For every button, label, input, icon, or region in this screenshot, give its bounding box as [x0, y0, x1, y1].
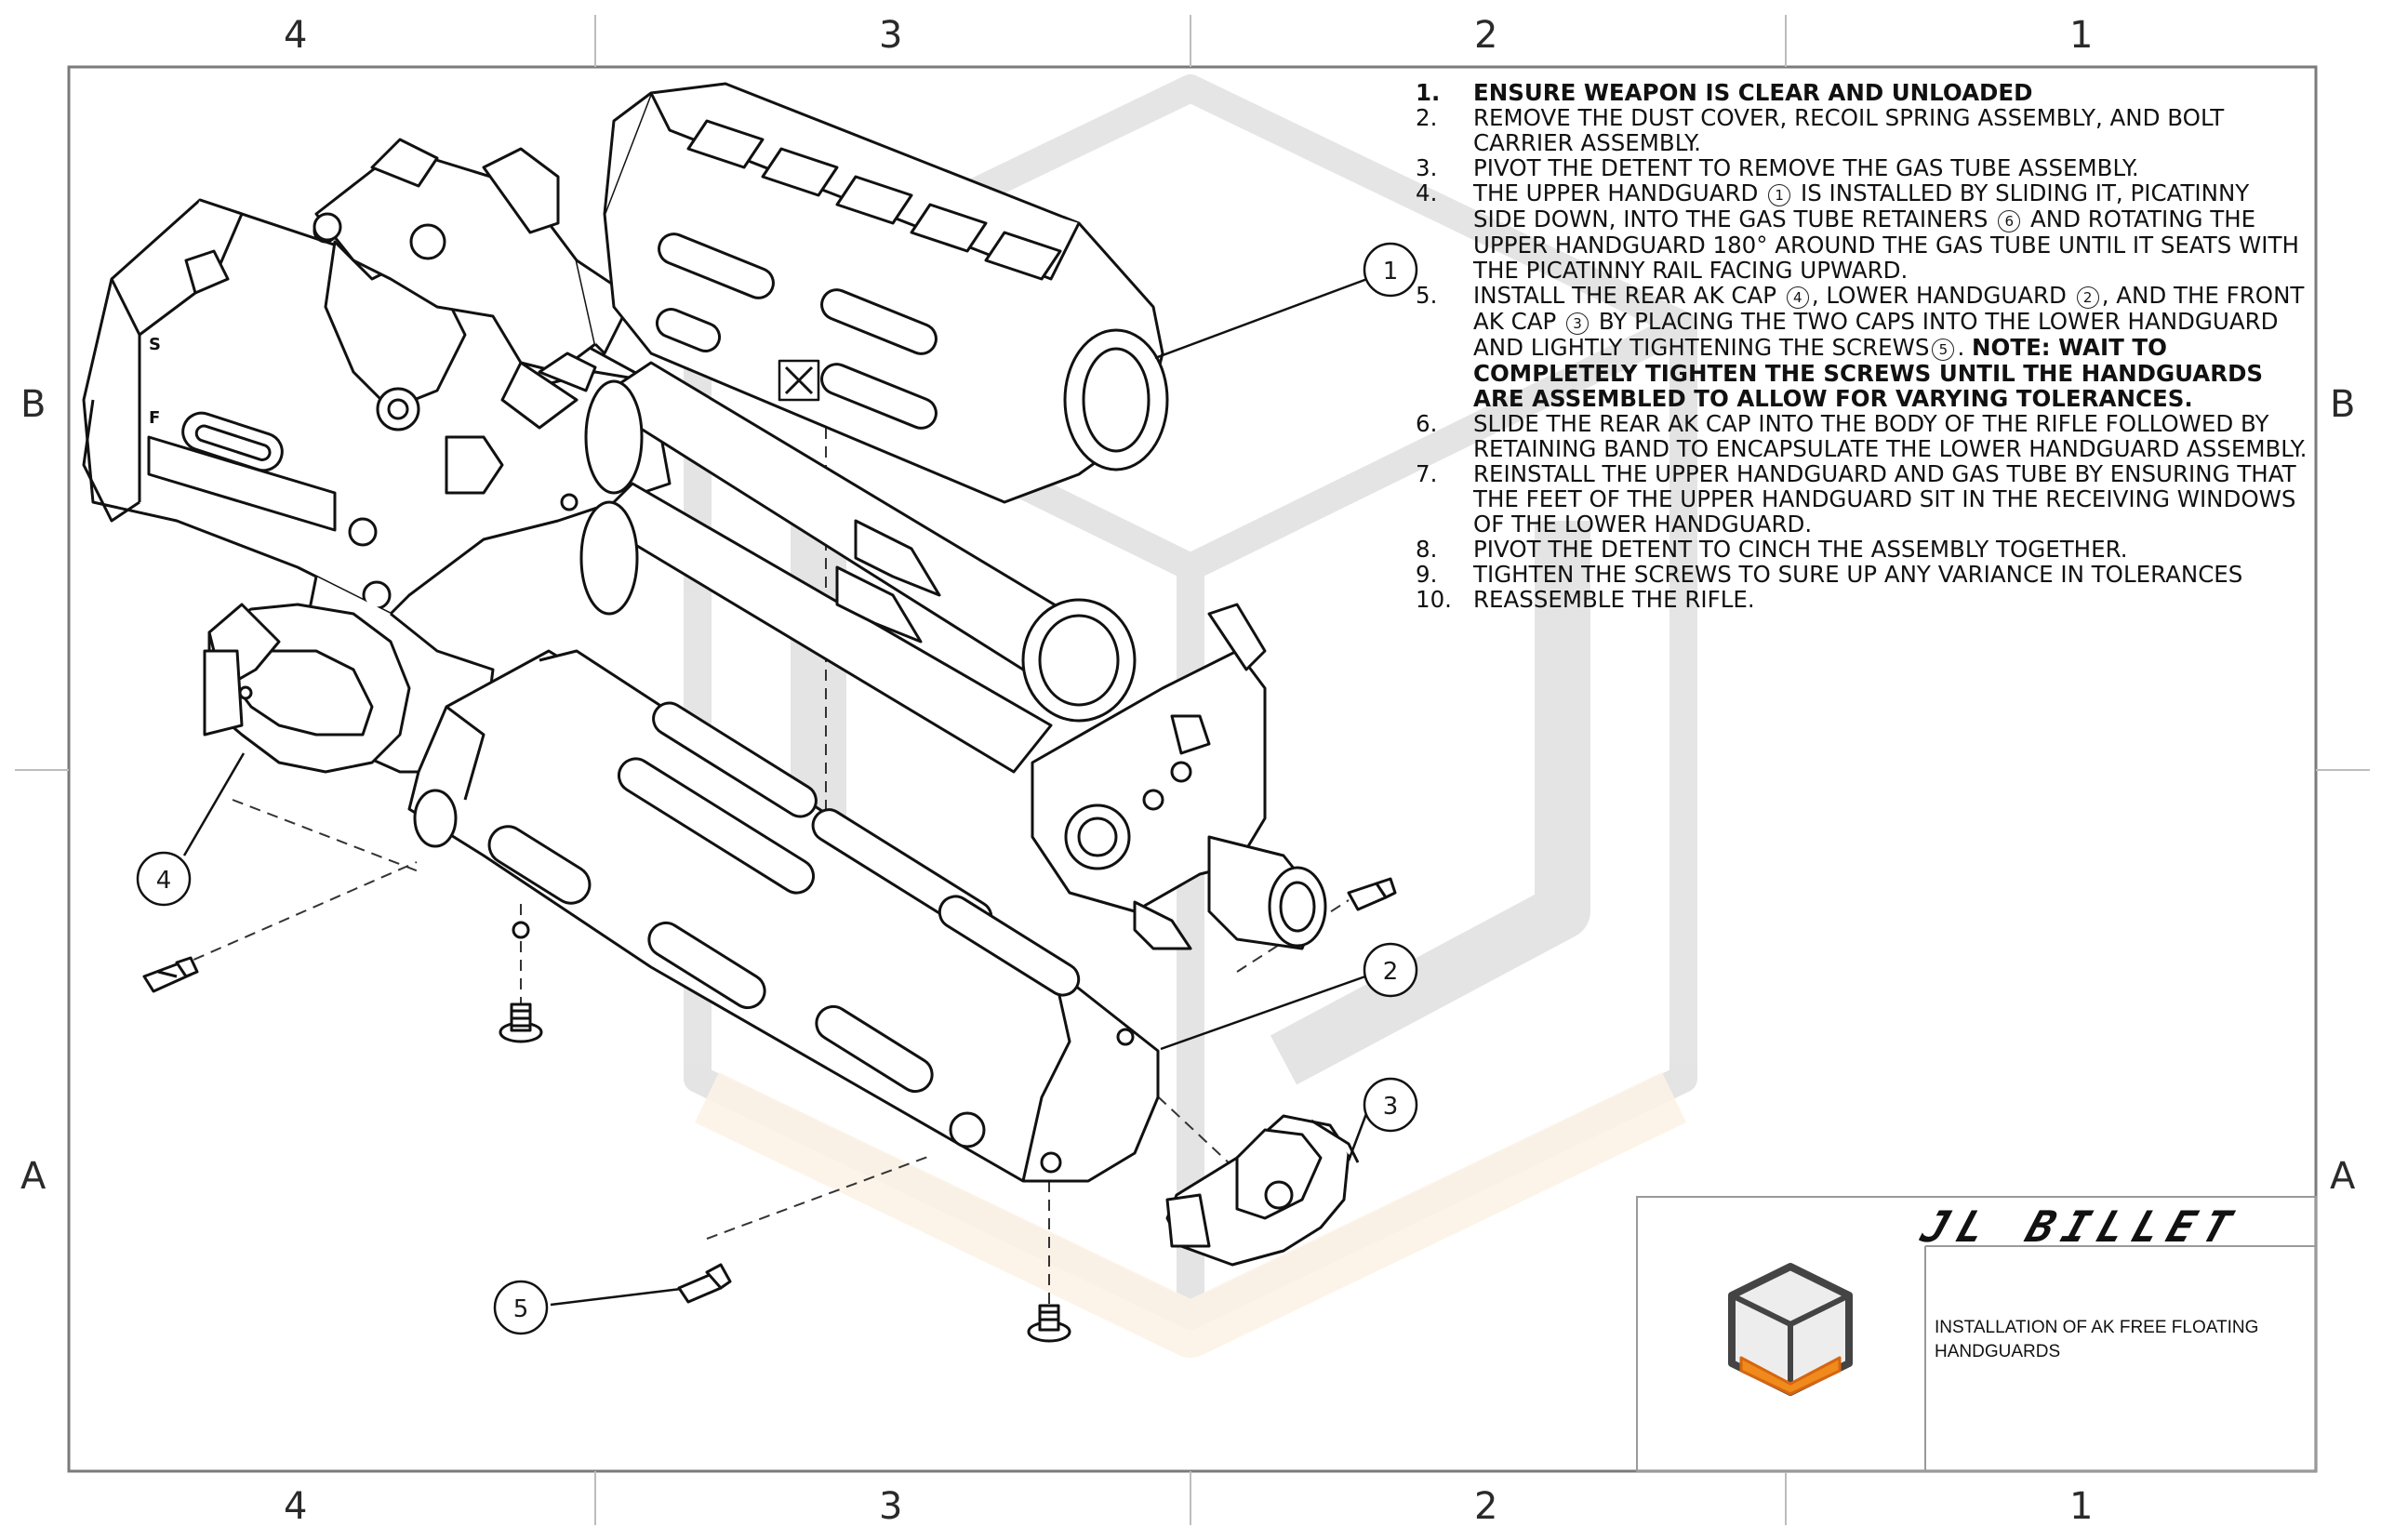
zone-col-top-2: 2: [1474, 14, 1498, 57]
zone-row-right-b: B: [2330, 383, 2356, 426]
zone-ticks: [15, 15, 2370, 1525]
brand-wordmark: JL BILLET: [1915, 1201, 2248, 1252]
lower-handguard: [407, 649, 1160, 1183]
screw-bottom-right: [1027, 1304, 1071, 1343]
screw-rear-left: [142, 956, 199, 993]
ref-circle: 2: [2076, 286, 2099, 309]
note-item: 7.REINSTALL THE UPPER HANDGUARD AND GAS …: [1416, 460, 2296, 538]
svg-text:1: 1: [1383, 258, 1399, 285]
note-item: 4. THE UPPER HANDGUARD 1 IS INSTALLED BY…: [1416, 179, 2299, 284]
callout-3: 3: [1363, 1077, 1418, 1133]
title-block-logo: [1728, 1263, 1853, 1396]
zone-col-bottom-4: 4: [284, 1485, 308, 1528]
rear-sight-block: [313, 138, 634, 430]
note-item: 8.PIVOT THE DETENT TO CINCH THE ASSEMBLY…: [1416, 536, 2128, 563]
callout-1: 1: [1363, 242, 1418, 298]
note-item: 10.REASSEMBLE THE RIFLE.: [1416, 586, 1755, 613]
note-item: 5. INSTALL THE REAR AK CAP 4, LOWER HAND…: [1416, 282, 2305, 412]
screws: [142, 877, 1397, 1343]
callout-4: 4: [136, 851, 192, 907]
svg-text:3: 3: [1383, 1093, 1399, 1121]
ref-circle: 1: [1768, 184, 1791, 206]
zone-row-right-a: A: [2330, 1155, 2356, 1198]
svg-text:2: 2: [1383, 958, 1399, 986]
ref-circle: 4: [1786, 286, 1809, 309]
title-block: [1636, 1196, 2317, 1472]
drawing-title: INSTALLATION OF AK FREE FLOATING HANDGUA…: [1935, 1318, 2259, 1361]
receiver-mark-f: F: [149, 408, 160, 428]
screw-bottom-center: [677, 1263, 732, 1304]
screw-front-side: [1347, 877, 1397, 911]
svg-text:4: 4: [156, 867, 172, 895]
note-item: 9.TIGHTEN THE SCREWS TO SURE UP ANY VARI…: [1416, 561, 2243, 588]
zone-col-bottom-3: 3: [879, 1485, 903, 1528]
zone-row-left-a: A: [20, 1155, 47, 1198]
ref-circle: 5: [1932, 339, 1955, 361]
screw-bottom-left: [499, 1002, 543, 1043]
receiver-mark-s: S: [149, 335, 161, 354]
zone-col-top-1: 1: [2069, 14, 2094, 57]
note-item: 1.ENSURE WEAPON IS CLEAR AND UNLOADED: [1416, 79, 2033, 106]
svg-text:5: 5: [513, 1295, 529, 1323]
zone-col-top-3: 3: [879, 14, 903, 57]
note-warning: NOTE: WAIT TO COMPLETELY TIGHTEN THE SCR…: [1473, 334, 2264, 412]
ref-circle: 3: [1566, 312, 1590, 335]
note-item: 2.REMOVE THE DUST COVER, RECOIL SPRING A…: [1416, 104, 2225, 156]
zone-col-top-4: 4: [284, 14, 308, 57]
front-sight-block: [1021, 598, 1327, 950]
zone-col-bottom-1: 1: [2069, 1485, 2094, 1528]
rear-ak-cap: [203, 603, 411, 774]
ref-circle: 6: [1998, 210, 2021, 232]
zone-row-left-b: B: [20, 383, 47, 426]
callout-2: 2: [1363, 942, 1418, 998]
note-item: 6.SLIDE THE REAR AK CAP INTO THE BODY OF…: [1416, 410, 2308, 462]
zone-col-bottom-2: 2: [1474, 1485, 1498, 1528]
callout-5: 5: [493, 1280, 549, 1335]
installation-notes: 1.ENSURE WEAPON IS CLEAR AND UNLOADED 2.…: [1416, 80, 2308, 612]
callout-leaders: [182, 277, 1369, 1307]
front-ak-cap: [1165, 1114, 1360, 1267]
upper-handguard: [603, 82, 1169, 504]
note-item: 3.PIVOT THE DETENT TO REMOVE THE GAS TUB…: [1416, 154, 2139, 181]
